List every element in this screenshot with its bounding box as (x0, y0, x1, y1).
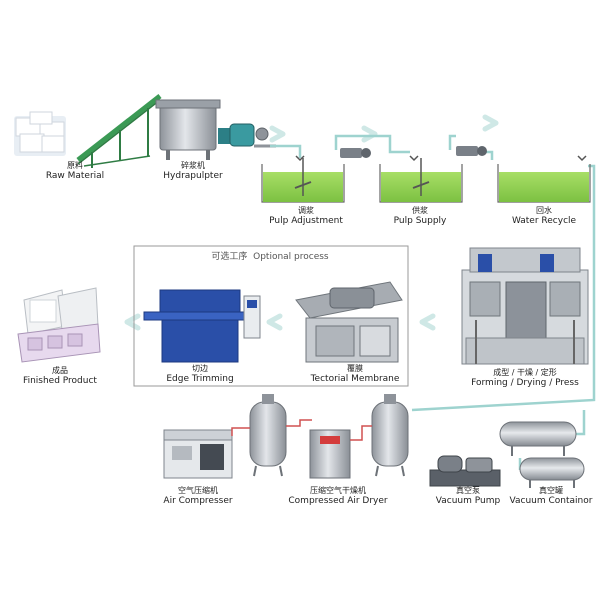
label-forming: 成型 / 干燥 / 定形 Forming / Drying / Press (455, 368, 595, 389)
label-air-dryer: 压缩空气干燥机 Compressed Air Dryer (268, 486, 408, 507)
label-tectorial-membrane-en: Tectorial Membrane (310, 374, 400, 384)
label-water-recycle: 回水 Water Recycle (494, 206, 594, 227)
label-tectorial-membrane-zh: 覆膜 (347, 364, 363, 373)
label-finished-product: 成品 Finished Product (10, 366, 110, 387)
label-hydrapulpter: 碎浆机 Hydrapulpter (148, 161, 238, 182)
label-vacuum-pump: 真空泵 Vacuum Pump (418, 486, 518, 507)
label-air-compressor-en: Air Compresser (163, 496, 233, 506)
label-vacuum-pump-en: Vacuum Pump (435, 496, 501, 506)
conveyor-image (76, 94, 162, 168)
label-pulp-supply: 供浆 Pulp Supply (370, 206, 470, 227)
label-forming-en: Forming / Drying / Press (471, 378, 579, 388)
label-pulp-supply-en: Pulp Supply (393, 216, 447, 226)
label-pulp-adjustment-zh: 调浆 (298, 206, 314, 215)
air-compressor-image (163, 429, 233, 479)
tank-pulp-supply (379, 158, 463, 203)
label-air-compressor: 空气压缩机 Air Compresser (148, 486, 248, 507)
label-air-dryer-en: Compressed Air Dryer (288, 496, 388, 506)
label-vacuum-container: 真空罐 Vacuum Containor (502, 486, 600, 507)
forming-machine-image (461, 247, 589, 365)
optional-process-title: 可选工序 Optional process (190, 252, 350, 263)
label-tectorial-membrane: 覆膜 Tectorial Membrane (300, 364, 410, 385)
pump-icons (295, 146, 587, 162)
raw-material-image (14, 111, 66, 156)
label-forming-zh: 成型 / 干燥 / 定形 (493, 368, 557, 377)
optional-process-zh: 可选工序 (211, 252, 248, 262)
label-raw-material-en: Raw Material (45, 171, 105, 181)
optional-process-en: Optional process (253, 252, 329, 262)
tectorial-membrane-image (295, 281, 403, 363)
label-edge-trimming: 切边 Edge Trimming (150, 364, 250, 385)
vacuum-pump-image (429, 455, 501, 487)
edge-trimming-image (143, 289, 261, 363)
finished-product-image (17, 287, 101, 363)
label-raw-material-zh: 原料 (67, 161, 83, 170)
air-tank-right (371, 394, 409, 477)
label-pulp-adjustment: 调浆 Pulp Adjustment (256, 206, 356, 227)
air-lines (231, 419, 372, 441)
label-finished-product-en: Finished Product (23, 376, 97, 386)
label-edge-trimming-en: Edge Trimming (166, 374, 234, 384)
label-air-compressor-zh: 空气压缩机 (178, 486, 218, 495)
label-pulp-adjustment-en: Pulp Adjustment (269, 216, 343, 226)
label-pulp-supply-zh: 供浆 (412, 206, 428, 215)
label-hydrapulpter-en: Hydrapulpter (163, 171, 223, 181)
label-hydrapulpter-zh: 碎浆机 (181, 161, 205, 170)
label-edge-trimming-zh: 切边 (192, 364, 208, 373)
label-finished-product-zh: 成品 (52, 366, 68, 375)
label-vacuum-pump-zh: 真空泵 (456, 486, 480, 495)
tank-pulp-adjustment (261, 158, 345, 203)
label-water-recycle-en: Water Recycle (511, 216, 577, 226)
label-raw-material: 原料 Raw Material (30, 161, 120, 182)
tank-water-recycle (497, 164, 591, 203)
vacuum-container-image (499, 421, 585, 488)
label-vacuum-container-en: Vacuum Containor (509, 496, 593, 506)
label-air-dryer-zh: 压缩空气干燥机 (310, 486, 366, 495)
optional-process-frame (133, 245, 409, 387)
hydrapulper-image (155, 99, 276, 160)
air-tank-left (249, 394, 287, 477)
label-vacuum-container-zh: 真空罐 (539, 486, 563, 495)
label-water-recycle-zh: 回水 (536, 206, 552, 215)
air-dryer-image (309, 429, 351, 479)
